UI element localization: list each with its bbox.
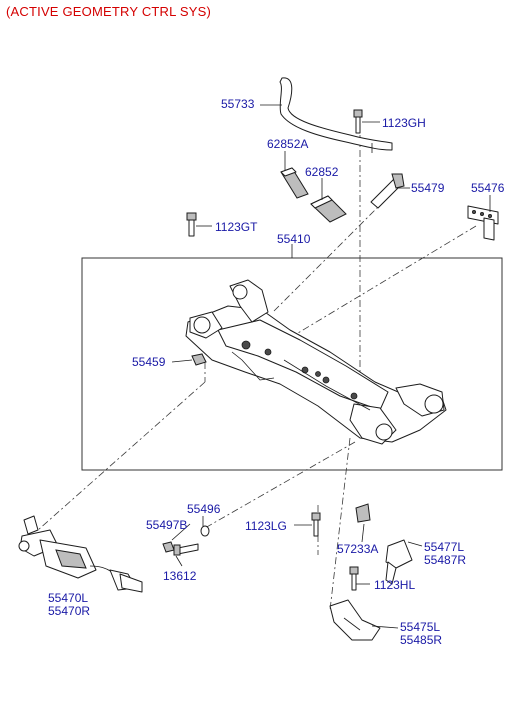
bolt-1123gh [353,109,363,134]
label-55733: 55733 [221,97,255,111]
label-55476: 55476 [471,181,505,195]
label-55477l: 55477L [424,540,465,554]
label-62852a: 62852A [267,137,309,151]
bolt-1123hl [349,566,359,591]
bolt-1123gt [186,212,197,237]
guard-55475l [329,599,381,641]
label-62852: 62852 [305,165,339,179]
pad-62852 [310,195,347,223]
crossmember-55410 [185,279,447,445]
bolt-1123lg [311,512,321,537]
label-1123hl: 1123HL [374,578,416,592]
bolt-13612 [173,543,199,556]
clip-57233a [355,503,371,523]
pad-62852a [280,167,309,199]
label-13612: 13612 [163,569,197,583]
actuator-55470 [18,515,143,593]
leader-lines [171,104,491,629]
label-55485r: 55485R [400,633,443,647]
bolt-55479 [370,173,405,209]
label-1123lg: 1123LG [245,519,287,533]
diagram-title: (ACTIVE GEOMETRY CTRL SYS) [6,4,212,19]
assembly-lines [37,120,477,611]
label-55475l: 55475L [400,620,441,634]
label-1123gt: 1123GT [215,220,258,234]
label-55470r: 55470R [48,604,91,618]
label-55479: 55479 [411,181,445,195]
label-55497b: 55497B [146,518,188,532]
label-55459: 55459 [132,355,166,369]
label-57233a: 57233A [337,542,379,556]
label-55470l: 55470L [48,591,89,605]
label-1123gh: 1123GH [382,116,426,130]
label-55410: 55410 [277,232,311,246]
washer-55496 [200,525,210,537]
stabilizer-rod [279,77,393,153]
label-55496: 55496 [187,502,221,516]
label-55487r: 55487R [424,553,467,567]
nut-55497b [162,541,175,553]
bracket-55477l [385,539,413,585]
bracket-55476 [467,205,499,241]
nut-55459 [191,353,207,366]
